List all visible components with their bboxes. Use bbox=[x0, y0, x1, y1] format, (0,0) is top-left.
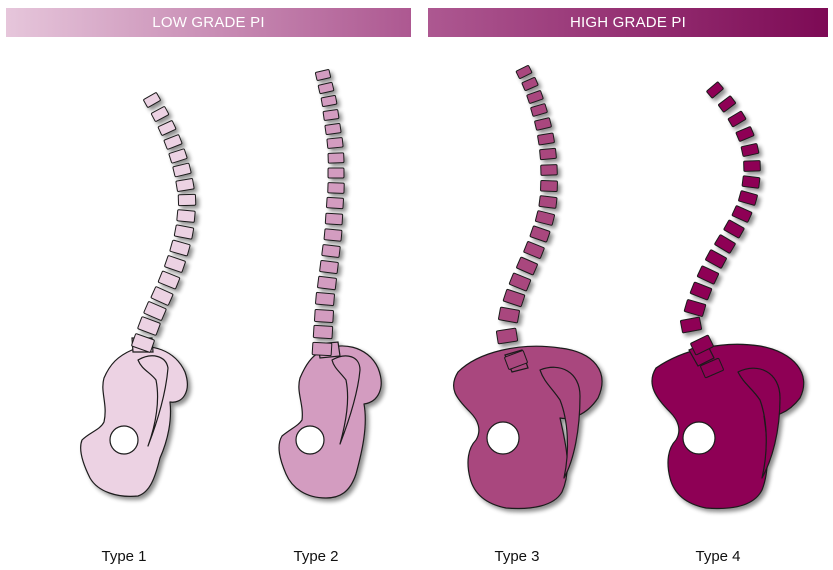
vertebra bbox=[321, 95, 337, 106]
vertebra bbox=[313, 325, 332, 338]
vertebra bbox=[158, 271, 180, 289]
vertebra bbox=[742, 176, 760, 189]
vertebra bbox=[323, 109, 339, 120]
type-2-label: Type 2 bbox=[256, 548, 376, 565]
vertebra bbox=[741, 143, 759, 156]
vertebra bbox=[143, 92, 161, 107]
vertebra bbox=[744, 161, 761, 172]
vertebra bbox=[718, 96, 736, 113]
type-1-figure bbox=[81, 92, 196, 496]
vertebra bbox=[173, 163, 192, 177]
vertebra bbox=[151, 106, 169, 121]
vertebra bbox=[177, 210, 195, 223]
vertebra bbox=[531, 103, 548, 116]
vertebra bbox=[315, 69, 331, 80]
vertebra bbox=[314, 309, 333, 322]
obturator-foramen bbox=[296, 426, 324, 454]
vertebra bbox=[496, 328, 517, 344]
vertebra bbox=[144, 301, 167, 320]
vertebra bbox=[328, 153, 344, 163]
vertebra bbox=[530, 226, 550, 242]
vertebra bbox=[714, 234, 735, 253]
type-1-label: Type 1 bbox=[64, 548, 184, 565]
vertebra bbox=[176, 178, 194, 191]
vertebra bbox=[312, 342, 332, 356]
vertebra bbox=[732, 205, 752, 222]
vertebra bbox=[164, 135, 182, 150]
vertebra bbox=[170, 240, 191, 256]
vertebra bbox=[724, 220, 745, 238]
vertebra bbox=[527, 90, 544, 103]
vertebra bbox=[516, 257, 538, 275]
vertebra bbox=[509, 273, 531, 291]
vertebra bbox=[738, 191, 757, 206]
type-4-figure bbox=[652, 82, 804, 509]
type-2-figure bbox=[279, 69, 381, 498]
obturator-foramen bbox=[683, 422, 715, 454]
vertebra bbox=[541, 180, 558, 191]
vertebra bbox=[169, 149, 188, 164]
vertebra bbox=[322, 244, 341, 257]
type-4-label: Type 4 bbox=[658, 548, 778, 565]
vertebra bbox=[705, 249, 727, 268]
ilium-shape bbox=[454, 346, 602, 508]
vertebra bbox=[736, 126, 754, 141]
vertebra bbox=[541, 165, 558, 176]
vertebra bbox=[540, 148, 557, 159]
vertebra bbox=[317, 276, 336, 290]
type-3-figure bbox=[454, 65, 602, 508]
vertebra bbox=[328, 183, 345, 194]
vertebra bbox=[498, 307, 519, 323]
vertebra bbox=[706, 82, 723, 99]
ilium-shape bbox=[652, 344, 804, 508]
vertebra bbox=[328, 168, 344, 178]
vertebra bbox=[325, 213, 342, 225]
vertebra bbox=[178, 194, 196, 205]
vertebra bbox=[537, 133, 554, 145]
vertebra bbox=[523, 241, 544, 259]
vertebra bbox=[535, 211, 554, 226]
ilium-shape bbox=[279, 346, 381, 498]
vertebra bbox=[320, 260, 339, 273]
vertebra bbox=[503, 289, 525, 307]
vertebra bbox=[534, 118, 551, 131]
vertebra bbox=[690, 282, 712, 300]
vertebra bbox=[164, 255, 185, 272]
vertebra bbox=[516, 65, 532, 79]
vertebra bbox=[138, 317, 161, 336]
vertebra bbox=[326, 197, 343, 208]
vertebra bbox=[697, 266, 719, 285]
obturator-foramen bbox=[110, 426, 138, 454]
vertebra bbox=[324, 229, 342, 241]
vertebra bbox=[539, 196, 557, 209]
ilium-shape bbox=[81, 347, 188, 496]
vertebra bbox=[684, 299, 706, 316]
vertebra bbox=[522, 77, 539, 91]
vertebra bbox=[680, 317, 701, 333]
vertebra bbox=[315, 292, 334, 305]
vertebra bbox=[728, 111, 746, 127]
vertebra bbox=[158, 120, 176, 135]
vertebra bbox=[327, 137, 343, 148]
type-3-label: Type 3 bbox=[457, 548, 577, 565]
vertebra bbox=[325, 123, 341, 134]
obturator-foramen bbox=[487, 422, 519, 454]
vertebra bbox=[174, 225, 194, 239]
vertebra bbox=[151, 286, 173, 305]
vertebra bbox=[318, 82, 334, 94]
